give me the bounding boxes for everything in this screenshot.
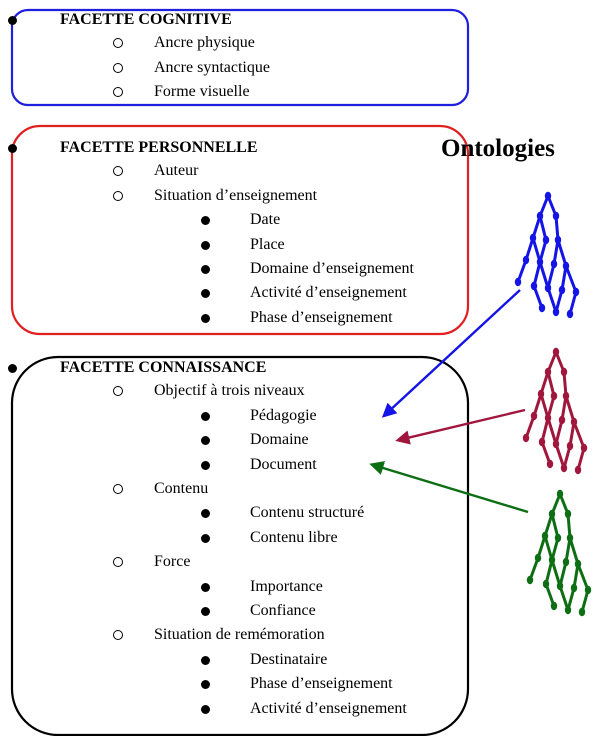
outline-item: Importance [250,577,323,595]
outline-item: Objectif à trois niveaux [154,382,305,400]
disc-bullet [201,265,210,274]
facet-bullet [8,144,17,153]
facet-heading: FACETTE CONNAISSANCE [60,359,267,376]
outline-item: Contenu structuré [250,504,365,522]
outline-item: Place [250,235,285,253]
outline-item: Situation de remémoration [154,626,325,644]
disc-bullet [201,460,210,470]
outline-item: Domaine [250,431,309,449]
disc-bullet [201,509,210,519]
disc-bullet [201,240,210,250]
disc-bullet [201,607,210,616]
circle-bullet [113,630,123,641]
disc-bullet [201,704,210,714]
outline-item: Activité d’enseignement [250,699,407,717]
disc-bullet [201,582,210,592]
disc-bullet [201,411,210,421]
outline-item: Forme visuelle [154,83,250,101]
ontology-tree-2 [522,347,588,475]
facet-frame-1 [10,8,470,107]
disc-bullet [201,313,210,323]
ontology-tree-1 [514,191,580,319]
outline-item: Domaine d’enseignement [250,260,414,277]
ontologies-title: Ontologies [441,135,555,162]
facet-heading: FACETTE COGNITIVE [60,11,232,28]
outline-item: Phase d’enseignement [250,308,393,326]
circle-bullet [113,557,123,568]
circle-bullet [113,166,123,177]
ontology-arrow-1 [381,289,521,418]
disc-bullet [201,655,210,665]
outline-item: Situation d’enseignement [154,186,318,204]
ontology-arrow-2 [395,408,526,445]
outline-item: Confiance [250,602,316,619]
circle-bullet [113,87,123,98]
outline-item: Ancre physique [154,34,255,52]
outline-item: Document [250,455,317,473]
disc-bullet [201,533,210,543]
disc-bullet [201,216,210,226]
circle-bullet [113,62,123,73]
disc-bullet [201,436,210,446]
outline-item: Force [154,553,191,571]
facet-frame-3 [10,355,470,736]
facet-frame-2 [10,124,470,336]
ontology-arrow-3 [369,461,529,514]
ontology-tree-3 [526,489,592,617]
outline-item: Pédagogie [250,406,317,424]
circle-bullet [113,38,123,49]
outline-item: Phase d’enseignement [250,675,393,693]
outline-item: Date [250,211,281,229]
outline-item: Auteur [154,162,199,180]
disc-bullet [201,289,210,299]
outline-item: Contenu [154,480,209,497]
circle-bullet [113,484,123,494]
outline-item: Activité d’enseignement [250,284,407,302]
outline-item: Destinataire [250,650,328,668]
outline-item: Contenu libre [250,528,338,546]
disc-bullet [201,680,210,690]
facet-bullet [8,16,17,25]
circle-bullet [113,190,123,201]
outline-item: Ancre syntactique [154,58,270,76]
circle-bullet [113,386,123,397]
facet-heading: FACETTE PERSONNELLE [60,139,258,156]
facet-bullet [8,364,17,373]
